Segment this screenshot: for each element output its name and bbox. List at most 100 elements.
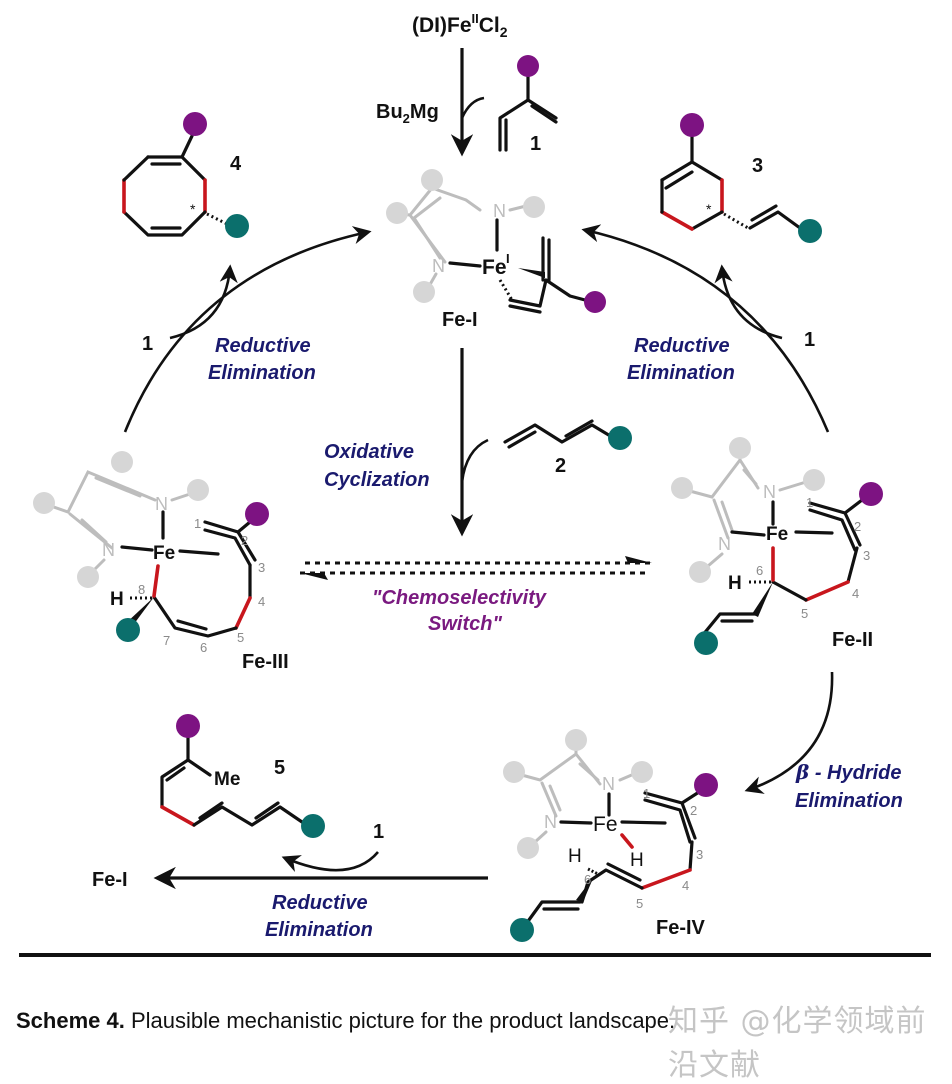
svg-text:6: 6: [200, 640, 207, 655]
oxidative-cyclization-label-2: Cyclization: [324, 469, 430, 491]
svg-text:6: 6: [756, 563, 763, 578]
reductive-elimination-right-2: Elimination: [627, 362, 735, 384]
fe-II-atom-numbers: 1 2 3 4 5 6: [756, 495, 870, 621]
svg-text:Fe: Fe: [766, 524, 788, 545]
fe-II-complex: N N Fe H: [671, 437, 883, 655]
monomer-1-to-product-5-arrow: [281, 851, 379, 872]
teal-substituent-icon: [510, 918, 534, 942]
product-3-structure: *: [660, 113, 822, 243]
svg-text:*: *: [190, 201, 196, 217]
teal-substituent-icon: [608, 426, 632, 450]
diene-2-incoming-curve: [460, 438, 489, 483]
svg-text:1: 1: [806, 495, 813, 510]
fe-III-complex: N N Fe H: [33, 451, 269, 642]
compound-3-label: 3: [752, 155, 763, 177]
reductive-elimination-left-2: Elimination: [208, 362, 316, 384]
purple-substituent-icon: [176, 714, 200, 738]
svg-text:4: 4: [258, 594, 265, 609]
reductive-elimination-bottom-1: Reductive: [272, 892, 368, 914]
svg-text:7: 7: [163, 633, 170, 648]
caption-divider: [19, 953, 931, 957]
svg-text:H: H: [728, 573, 742, 594]
teal-substituent-icon: [798, 219, 822, 243]
svg-text:8: 8: [138, 582, 145, 597]
svg-text:2: 2: [854, 519, 861, 534]
watermark: 知乎 @化学领域前沿文献: [668, 1004, 927, 1083]
svg-text:*: *: [706, 201, 712, 217]
svg-text:Fe: Fe: [593, 813, 618, 836]
svg-text:4: 4: [852, 586, 859, 601]
monomer-1-to-product-3-arrow: [714, 264, 783, 340]
caption-label: Scheme 4.: [16, 1008, 125, 1033]
purple-substituent-icon: [183, 112, 207, 136]
svg-text:N: N: [102, 540, 115, 560]
svg-text:N: N: [432, 256, 445, 276]
reductant-label: Bu2Mg: [376, 101, 439, 126]
fe-III-atom-numbers: 1 2 3 4 5 6 7 8: [138, 516, 265, 655]
methyl-label: Me: [214, 769, 240, 790]
teal-substituent-icon: [301, 814, 325, 838]
svg-text:2: 2: [690, 803, 697, 818]
purple-substituent-icon: [584, 291, 606, 313]
svg-text:N: N: [602, 774, 615, 794]
svg-text:N: N: [718, 534, 731, 554]
svg-text:N: N: [155, 494, 168, 514]
fe-I-complex: N N Fe I: [386, 169, 606, 314]
diene-2-structure: [503, 419, 632, 450]
fe-II-label: Fe-II: [832, 629, 873, 651]
svg-text:5: 5: [801, 606, 808, 621]
reductive-elimination-left-1: Reductive: [215, 335, 311, 357]
purple-substituent-icon: [245, 502, 269, 526]
svg-text:6: 6: [584, 872, 591, 887]
svg-text:5: 5: [237, 630, 244, 645]
beta-hydride-label-2: Elimination: [795, 790, 903, 812]
fe-III-label: Fe-III: [242, 651, 289, 673]
monomer-1-to-product-4-arrow: [169, 264, 238, 340]
purple-substituent-icon: [517, 55, 539, 77]
svg-text:N: N: [493, 201, 506, 221]
diene-1-structure: [498, 55, 558, 152]
teal-substituent-icon: [225, 214, 249, 238]
compound-1-label-bottom: 1: [373, 821, 384, 843]
compound-4-label: 4: [230, 153, 242, 175]
fe-I-regenerated-label: Fe-I: [92, 869, 128, 891]
svg-text:Fe: Fe: [482, 256, 507, 279]
purple-substituent-icon: [859, 482, 883, 506]
compound-1-label-right: 1: [804, 329, 815, 351]
svg-text:3: 3: [258, 560, 265, 575]
svg-text:3: 3: [863, 548, 870, 563]
svg-text:I: I: [506, 251, 510, 266]
scheme-caption: Scheme 4. Plausible mechanistic picture …: [16, 1008, 675, 1034]
precatalyst-label: (DI)FeIICl2: [412, 11, 508, 40]
svg-text:N: N: [763, 482, 776, 502]
svg-text:1: 1: [194, 516, 201, 531]
fe-IV-complex: N N Fe H H: [503, 729, 718, 942]
beta-hydride-elimination-arrow: [744, 671, 834, 794]
product-5-structure: [160, 714, 325, 838]
svg-text:H: H: [568, 846, 582, 867]
product-4-structure: *: [122, 112, 249, 238]
svg-text:5: 5: [636, 896, 643, 911]
teal-substituent-icon: [694, 631, 718, 655]
compound-1-label: 1: [530, 133, 541, 155]
mechanism-scheme: (DI)FeIICl2 Bu2Mg 1 N N Fe I: [33, 11, 903, 942]
svg-text:4: 4: [682, 878, 689, 893]
svg-text:N: N: [544, 812, 557, 832]
teal-substituent-icon: [116, 618, 140, 642]
purple-substituent-icon: [680, 113, 704, 137]
svg-text:1: 1: [643, 786, 650, 801]
cycle-arc-fe-II-to-fe-I: [581, 224, 830, 433]
compound-2-label: 2: [555, 455, 566, 477]
svg-text:H: H: [630, 850, 644, 871]
reductive-elimination-bottom-2: Elimination: [265, 919, 373, 941]
compound-5-label: 5: [274, 757, 285, 779]
fe-IV-label: Fe-IV: [656, 917, 706, 939]
svg-text:Fe: Fe: [153, 543, 175, 564]
svg-text:3: 3: [696, 847, 703, 862]
oxidative-cyclization-label-1: Oxidative: [324, 441, 414, 463]
cycle-arc-fe-III-to-fe-I: [123, 226, 372, 433]
fe-IV-atom-numbers: 1 2 3 4 5 6: [584, 786, 703, 911]
caption-text: Plausible mechanistic picture for the pr…: [124, 1008, 676, 1033]
beta-hydride-label-1: β - Hydride: [795, 760, 902, 784]
reagent-incoming-curve: [460, 96, 485, 119]
